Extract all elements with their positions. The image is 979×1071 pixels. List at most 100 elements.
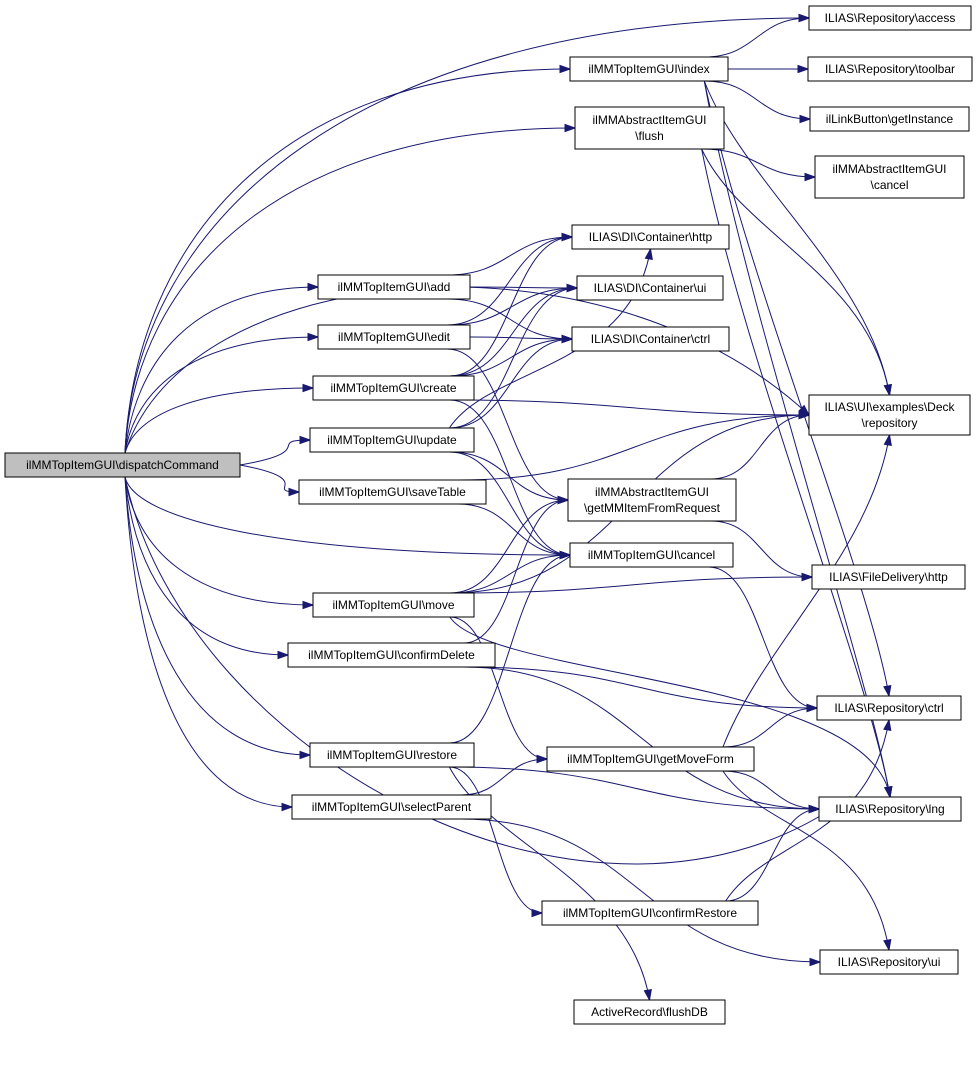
edge-getMoveForm-to-repolng <box>722 770 821 814</box>
edge-dispatch-to-confirmDelete <box>124 476 290 660</box>
edge-dispatch-to-selectParent <box>124 476 294 812</box>
edge-getMoveForm-to-repoui <box>722 770 892 952</box>
node-label: \cancel <box>870 178 908 192</box>
node-dichttp[interactable]: ILIAS\DI\Container\http <box>571 224 730 250</box>
edge-index-to-access <box>704 13 811 58</box>
node-flushDB[interactable]: ActiveRecord\flushDB <box>573 999 726 1025</box>
node-box <box>309 742 475 768</box>
node-box <box>4 452 241 478</box>
edge-selectParent-to-repoui <box>461 818 822 967</box>
node-box <box>573 999 726 1025</box>
node-label: ilMMTopItemGUI\move <box>332 598 454 612</box>
edge-dispatch-to-update <box>239 435 312 466</box>
node-toolbar[interactable]: ILIAS\Repository\toolbar <box>807 56 973 82</box>
node-selectParent[interactable]: ilMMTopItemGUI\selectParent <box>291 794 492 820</box>
node-dicui[interactable]: ILIAS\DI\Container\ui <box>576 275 724 301</box>
node-add[interactable]: ilMMTopItemGUI\add <box>317 274 471 300</box>
node-label: ilMMTopItemGUI\dispatchCommand <box>26 458 219 472</box>
edge-flush-to-deck <box>701 148 892 397</box>
node-move[interactable]: ilMMTopItemGUI\move <box>312 592 475 618</box>
node-linkbtn[interactable]: ilLinkButton\getInstance <box>809 106 970 132</box>
node-label: ilMMAbstractItemGUI <box>592 113 706 127</box>
node-box <box>571 224 730 250</box>
node-label: ilMMTopItemGUI\edit <box>338 330 451 344</box>
edge-restore-to-confirmRestore <box>449 766 544 918</box>
edge-getMoveForm-to-deck <box>722 433 892 748</box>
node-box <box>569 56 729 82</box>
node-label: ilMMTopItemGUI\create <box>330 381 456 395</box>
edge-update-to-dicctrl <box>449 334 574 429</box>
node-create[interactable]: ilMMTopItemGUI\create <box>312 375 475 401</box>
node-label: ILIAS\Repository\ui <box>838 955 941 969</box>
edge-index-to-toolbar <box>728 64 810 74</box>
node-confirmDelete[interactable]: ilMMTopItemGUI\confirmDelete <box>287 642 496 668</box>
node-repoctrl[interactable]: ILIAS\Repository\ctrl <box>816 695 962 721</box>
node-dispatch[interactable]: ilMMTopItemGUI\dispatchCommand <box>4 452 241 478</box>
node-label: ILIAS\Repository\lng <box>835 802 944 816</box>
node-box <box>571 326 730 352</box>
node-box <box>814 155 965 199</box>
node-label: ilMMTopItemGUI\saveTable <box>319 485 466 499</box>
node-label: ilLinkButton\getInstance <box>826 112 954 126</box>
node-label: ilMMTopItemGUI\getMoveForm <box>567 752 734 766</box>
edge-getMoveForm-to-repoctrl <box>722 703 819 748</box>
node-box <box>546 746 755 772</box>
edge-saveTable-to-deck <box>457 410 811 481</box>
node-label: ILIAS\DI\Container\ctrl <box>591 332 710 346</box>
node-box <box>317 324 471 350</box>
edge-dispatch-to-move <box>124 476 315 610</box>
edge-cancel-to-repoctrl <box>708 566 819 713</box>
edge-update-to-dicui <box>449 283 579 429</box>
edge-index-to-linkbtn <box>704 80 812 124</box>
node-box <box>576 275 724 301</box>
edge-create-to-dichttp <box>449 232 574 377</box>
edge-layer <box>124 13 893 1002</box>
node-box <box>312 592 475 618</box>
node-box <box>309 427 475 453</box>
node-update[interactable]: ilMMTopItemGUI\update <box>309 427 475 453</box>
node-index[interactable]: ilMMTopItemGUI\index <box>569 56 729 82</box>
edge-selectParent-to-getMoveForm <box>461 754 549 796</box>
node-deck[interactable]: ILIAS\UI\examples\Deck\repository <box>808 394 971 436</box>
edge-dispatch-to-create <box>124 383 315 454</box>
node-confirmRestore[interactable]: ilMMTopItemGUI\confirmRestore <box>541 900 759 926</box>
edge-move-to-getMoveForm <box>449 616 549 764</box>
node-label: ilMMTopItemGUI\confirmDelete <box>308 648 475 662</box>
node-box <box>807 56 973 82</box>
edge-dispatch-to-edit <box>124 332 320 454</box>
node-getMM[interactable]: ilMMAbstractItemGUI\getMMItemFromRequest <box>567 478 737 522</box>
edge-confirmDelete-to-getMM <box>463 495 570 644</box>
edge-dispatch-to-saveTable <box>239 464 301 497</box>
edge-dispatch-to-index <box>124 64 572 454</box>
node-box <box>312 375 475 401</box>
node-label: ILIAS\FileDelivery\http <box>829 570 948 584</box>
node-cancel[interactable]: ilMMTopItemGUI\cancel <box>569 542 734 568</box>
node-dicctrl[interactable]: ILIAS\DI\Container\ctrl <box>571 326 730 352</box>
node-flush[interactable]: ilMMAbstractItemGUI\flush <box>574 106 725 150</box>
node-box <box>287 642 496 668</box>
node-box <box>567 478 737 522</box>
node-label: ilMMTopItemGUI\cancel <box>588 548 715 562</box>
node-restore[interactable]: ilMMTopItemGUI\restore <box>309 742 475 768</box>
node-label: ilMMAbstractItemGUI <box>832 162 946 176</box>
node-saveTable[interactable]: ilMMTopItemGUI\saveTable <box>298 479 487 505</box>
node-repolng[interactable]: ILIAS\Repository\lng <box>818 796 962 822</box>
node-box <box>819 949 959 975</box>
edge-flush-to-abscancel <box>701 148 817 182</box>
node-getMoveForm[interactable]: ilMMTopItemGUI\getMoveForm <box>546 746 755 772</box>
edge-confirmRestore-to-repoctrl <box>725 718 892 902</box>
node-box <box>574 106 725 150</box>
node-filehttp[interactable]: ILIAS\FileDelivery\http <box>811 564 966 590</box>
node-abscancel[interactable]: ilMMAbstractItemGUI \cancel <box>814 155 965 199</box>
node-access[interactable]: ILIAS\Repository\access <box>808 5 972 31</box>
node-edit[interactable]: ilMMTopItemGUI\edit <box>317 324 471 350</box>
node-box <box>808 5 972 31</box>
node-layer: ilMMTopItemGUI\dispatchCommand ilMMTopIte… <box>4 5 973 1025</box>
node-label: ILIAS\Repository\toolbar <box>825 62 955 76</box>
node-box <box>298 479 487 505</box>
node-box <box>317 274 471 300</box>
node-box <box>816 695 962 721</box>
node-repoui[interactable]: ILIAS\Repository\ui <box>819 949 959 975</box>
node-label: ILIAS\Repository\access <box>825 11 956 25</box>
node-label: ILIAS\DI\Container\ui <box>594 281 707 295</box>
